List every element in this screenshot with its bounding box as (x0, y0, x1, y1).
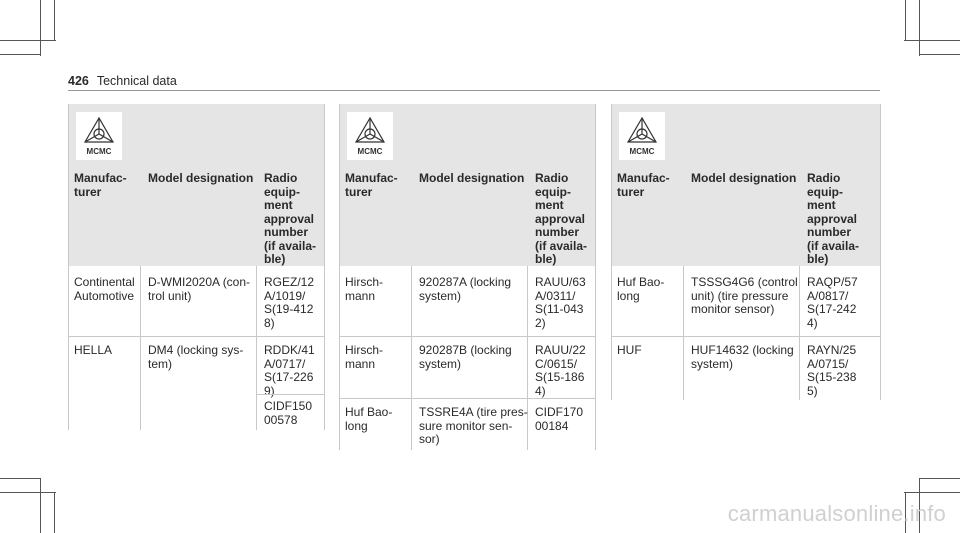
table-cell-approval: RGEZ/12 A/1019/ S(19-412 8) (264, 275, 315, 330)
manufacturer-logo-icon: MCMC (619, 112, 665, 160)
crop-mark (905, 493, 906, 533)
table-cell-manufacturer: Hirsch- mann (345, 343, 383, 371)
table-cell-approval: RAUU/22 C/0615/ S(15-186 4) (535, 343, 586, 398)
column-header-model: Model designation (691, 171, 797, 185)
table-cell-approval: CIDF150 00578 (264, 399, 313, 427)
table-cell-model: HUF14632 (locking system) (691, 343, 794, 371)
column-divider (880, 104, 881, 400)
column-header-approval: Radio equip- ment approval number (if av… (264, 171, 317, 266)
radio-approval-table-2: MCMC Manufac- turer Model designation Ra… (339, 104, 596, 450)
column-header-model: Model designation (419, 171, 525, 185)
crop-mark (919, 0, 920, 56)
crop-mark (0, 478, 40, 479)
page-title: Technical data (96, 74, 177, 88)
table-cell-manufacturer: Huf Bao- long (617, 275, 665, 303)
crop-mark (904, 492, 960, 493)
row-divider (68, 336, 324, 337)
crop-mark (54, 0, 55, 40)
column-divider (527, 266, 528, 450)
crop-mark (0, 40, 56, 41)
crop-mark (40, 478, 41, 533)
page-header: 426 Technical data (68, 74, 177, 88)
column-header-model: Model designation (148, 171, 254, 185)
column-divider (256, 266, 257, 430)
table-cell-approval: RDDK/41 A/0717/ S(17-226 9) (264, 343, 315, 398)
crop-mark (0, 492, 56, 493)
column-header-approval: Radio equip- ment approval number (if av… (535, 171, 588, 266)
table-cell-manufacturer: Huf Bao- long (345, 405, 393, 433)
table-cell-model: TSSRE4A (tire pres- sure monitor sen- so… (419, 405, 528, 446)
crop-mark (904, 40, 960, 41)
svg-text:MCMC: MCMC (87, 147, 112, 156)
table-header: MCMC Manufac- turer Model designation Ra… (68, 104, 324, 266)
table-header: MCMC Manufac- turer Model designation Ra… (339, 104, 595, 266)
table-cell-model: DM4 (locking sys- tem) (148, 343, 244, 371)
column-divider (799, 266, 800, 400)
column-divider (411, 266, 412, 450)
table-cell-model: 920287B (locking system) (419, 343, 512, 371)
crop-mark (920, 478, 960, 479)
table-cell-manufacturer: Continental Automotive (74, 275, 135, 303)
table-cell-model: D-WMI2020A (con- trol unit) (148, 275, 251, 303)
column-divider (339, 104, 340, 450)
column-header-manufacturer: Manufac- turer (74, 171, 127, 199)
column-divider (611, 104, 612, 400)
column-header-manufacturer: Manufac- turer (345, 171, 398, 199)
table-cell-model: 920287A (locking system) (419, 275, 512, 303)
crop-mark (920, 54, 960, 55)
column-divider (140, 266, 141, 430)
radio-approval-table-1: MCMC Manufac- turer Model designation Ra… (68, 104, 325, 430)
column-divider (68, 104, 69, 430)
row-divider (339, 398, 595, 399)
svg-text:MCMC: MCMC (358, 147, 383, 156)
page-number: 426 (68, 74, 89, 88)
column-divider (595, 104, 596, 450)
table-cell-approval: RAQP/57 A/0817/ S(17-242 4) (807, 275, 858, 330)
table-cell-manufacturer: HUF (617, 343, 642, 357)
column-divider (683, 266, 684, 400)
crop-mark (54, 493, 55, 533)
row-divider (611, 336, 880, 337)
manufacturer-logo-icon: MCMC (76, 112, 122, 160)
table-cell-manufacturer: Hirsch- mann (345, 275, 383, 303)
column-divider (324, 104, 325, 430)
table-cell-approval: RAUU/63 A/0311/ S(11-043 2) (535, 275, 586, 330)
table-cell-model: TSSSG4G6 (control unit) (tire pressure m… (691, 275, 798, 316)
crop-mark (919, 478, 920, 533)
table-cell-approval: RAYN/25 A/0715/ S(15-238 5) (807, 343, 857, 398)
crop-mark (0, 54, 40, 55)
crop-mark (905, 0, 906, 40)
row-divider (339, 336, 595, 337)
column-header-manufacturer: Manufac- turer (617, 171, 670, 199)
svg-text:MCMC: MCMC (630, 147, 655, 156)
table-cell-manufacturer: HELLA (74, 343, 113, 357)
crop-mark (40, 0, 41, 56)
watermark: carmanualsonline.info (727, 501, 946, 526)
row-divider (256, 394, 324, 395)
manufacturer-logo-icon: MCMC (347, 112, 393, 160)
table-header: MCMC Manufac- turer Model designation Ra… (611, 104, 880, 266)
radio-approval-table-3: MCMC Manufac- turer Model designation Ra… (611, 104, 881, 400)
table-cell-approval: CIDF170 00184 (535, 405, 584, 433)
header-divider (68, 90, 880, 91)
column-header-approval: Radio equip- ment approval number (if av… (807, 171, 860, 266)
